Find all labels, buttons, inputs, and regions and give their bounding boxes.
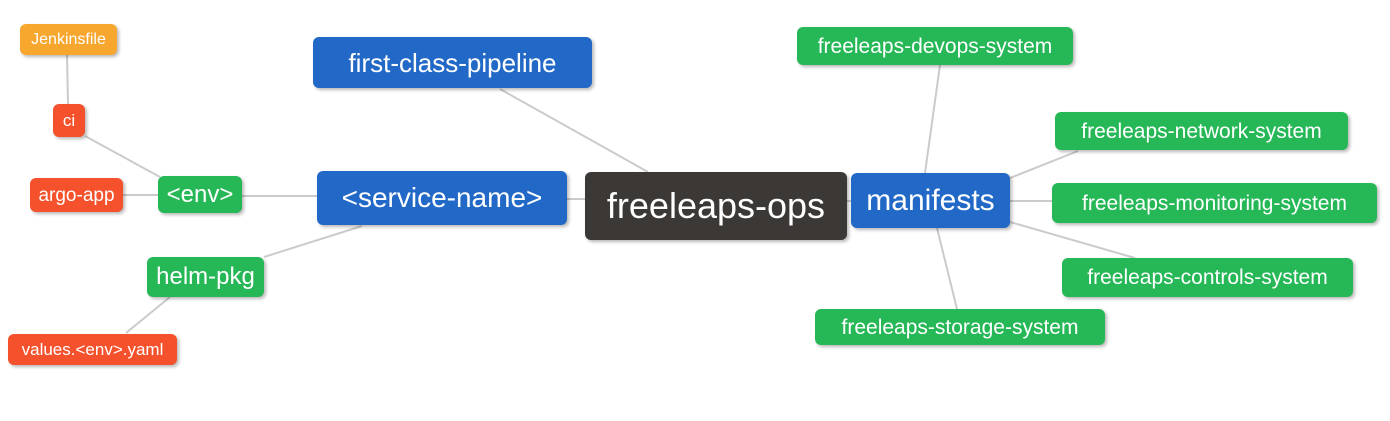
node-values-env-yaml[interactable]: values.<env>.yaml (8, 334, 177, 365)
edge-manifests-freeleaps-network-system (1009, 150, 1079, 179)
edge-first-class-pipeline-freeleaps-ops (499, 88, 649, 173)
node-service-name[interactable]: <service-name> (317, 171, 567, 225)
edge-jenkinsfile-ci (66, 54, 69, 105)
node-freeleaps-storage-system[interactable]: freeleaps-storage-system (815, 309, 1105, 345)
edge-values-env-yaml-helm-pkg (125, 296, 171, 334)
node-jenkinsfile[interactable]: Jenkinsfile (20, 24, 117, 55)
node-env[interactable]: <env> (158, 176, 242, 213)
node-freeleaps-network-system[interactable]: freeleaps-network-system (1055, 112, 1348, 150)
edge-manifests-freeleaps-storage-system (936, 227, 958, 310)
node-freeleaps-controls-system[interactable]: freeleaps-controls-system (1062, 258, 1353, 297)
node-manifests[interactable]: manifests (851, 173, 1010, 228)
node-freeleaps-monitoring-system[interactable]: freeleaps-monitoring-system (1052, 183, 1377, 223)
edge-manifests-freeleaps-controls-system (1009, 221, 1136, 259)
node-ci[interactable]: ci (53, 104, 85, 137)
node-freeleaps-ops[interactable]: freeleaps-ops (585, 172, 847, 240)
edge-helm-pkg-service-name (263, 225, 363, 258)
node-first-class-pipeline[interactable]: first-class-pipeline (313, 37, 592, 88)
node-helm-pkg[interactable]: helm-pkg (147, 257, 264, 297)
node-argo-app[interactable]: argo-app (30, 178, 123, 212)
node-freeleaps-devops-system[interactable]: freeleaps-devops-system (797, 27, 1073, 65)
edge-ci-env (84, 135, 161, 178)
edge-manifests-freeleaps-devops-system (924, 64, 941, 174)
